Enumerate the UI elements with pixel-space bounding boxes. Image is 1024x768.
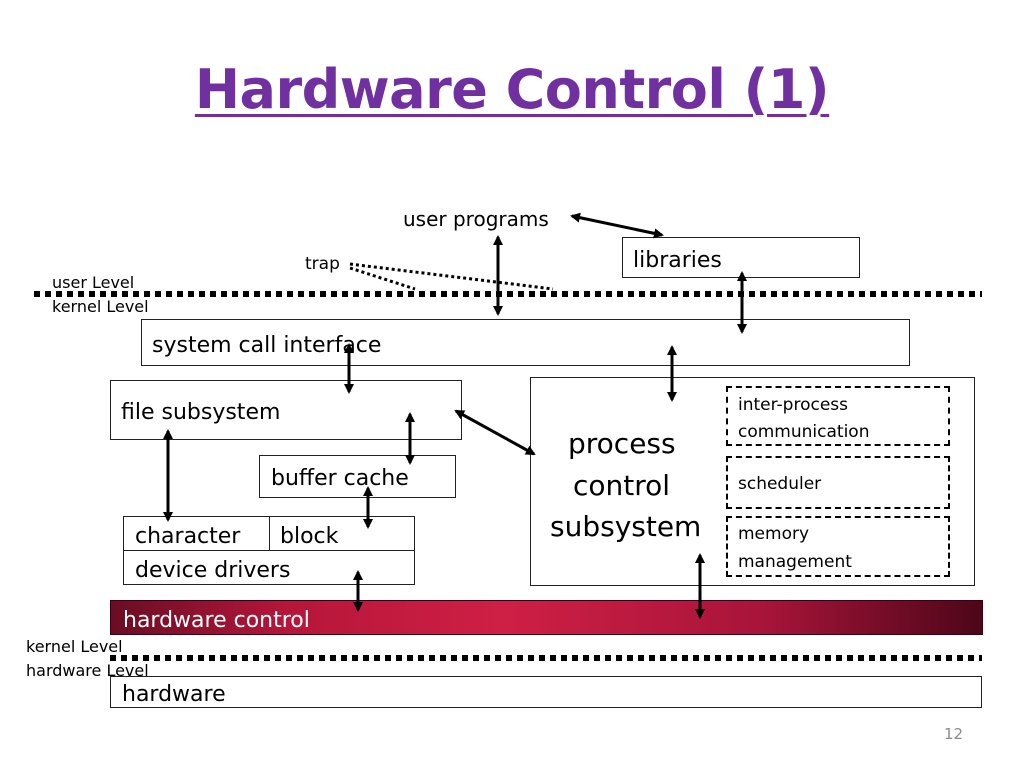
hardware-control-bar — [110, 600, 983, 635]
buffer-cache-box — [259, 455, 456, 498]
kernel-level-label-bottom: kernel Level — [26, 637, 123, 656]
control-label: control — [573, 469, 671, 502]
character-label: character — [135, 524, 241, 549]
subsystem-label: subsystem — [550, 510, 702, 543]
process-label: process — [568, 427, 676, 460]
file-subsystem-label: file subsystem — [121, 400, 281, 425]
slide-title: Hardware Control (1) — [194, 58, 830, 121]
trap-label: trap — [305, 254, 340, 274]
hardware-label: hardware — [122, 682, 226, 707]
device-drivers-label: device drivers — [135, 558, 291, 583]
buffer-cache-label: buffer cache — [271, 466, 409, 491]
scheduler-label: scheduler — [738, 474, 822, 494]
arrow-userprograms-libraries — [570, 212, 664, 239]
device-drivers-divider — [123, 550, 415, 551]
trap-line-1 — [349, 262, 554, 291]
process-control-box — [530, 377, 975, 586]
character-block-divider — [269, 516, 270, 550]
ipc-label-line1: inter-process — [738, 395, 848, 415]
ipc-box — [726, 386, 950, 446]
scheduler-box — [726, 456, 950, 509]
memory-management-box — [726, 516, 950, 577]
hardware-control-label: hardware control — [123, 608, 310, 633]
system-call-interface-box — [141, 319, 910, 366]
trap-line-2 — [349, 266, 416, 291]
kernel-level-label-top: kernel Level — [52, 297, 149, 316]
hardware-level-label: hardware Level — [26, 661, 149, 680]
user-programs-label: user programs — [403, 207, 549, 231]
user-level-label: user Level — [52, 273, 135, 292]
hardware-box — [110, 676, 982, 708]
memory-label-line1: memory — [738, 524, 810, 544]
block-label: block — [280, 524, 339, 549]
system-call-interface-label: system call interface — [152, 333, 382, 358]
libraries-label: libraries — [633, 248, 722, 273]
memory-label-line2: management — [738, 552, 852, 572]
ipc-label-line2: communication — [738, 422, 870, 442]
page-number: 12 — [944, 725, 964, 743]
arrow-file-process — [454, 409, 536, 456]
